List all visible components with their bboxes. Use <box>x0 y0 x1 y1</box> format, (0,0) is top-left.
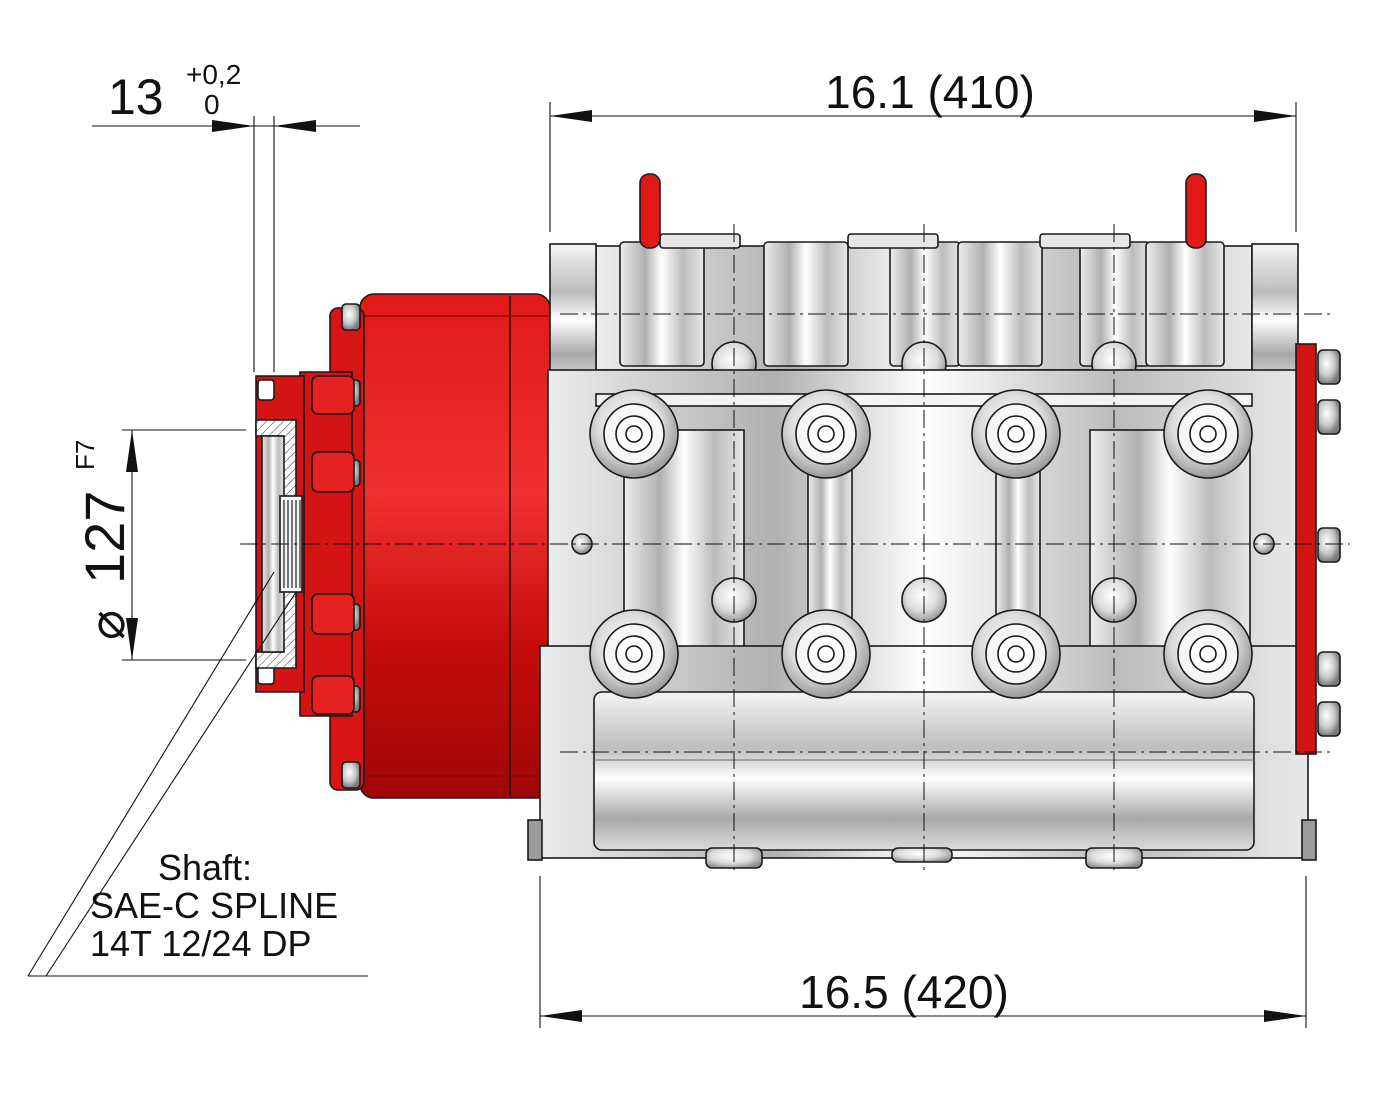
end-plate-right <box>1251 243 1299 383</box>
rear-cover <box>1295 343 1317 755</box>
dim-flange-diameter: ⌀ 127 F7 <box>70 429 246 661</box>
shaft-note: Shaft: SAE-C SPLINE 14T 12/24 DP <box>27 571 368 977</box>
shaft-note-line2: SAE-C SPLINE <box>90 885 338 926</box>
valve-bosses <box>589 389 1253 699</box>
dim-flange-diameter-label: 127 <box>73 491 136 584</box>
gearbox <box>255 293 551 799</box>
dim-diameter-symbol: ⌀ <box>79 610 135 640</box>
dim-shaft-offset-tol-upper: +0,2 <box>186 59 241 90</box>
gearbox-drum <box>359 293 551 799</box>
pump-body <box>527 173 1341 869</box>
center-lines <box>240 224 1350 872</box>
dim-bottom-width-label: 16.5 (420) <box>799 966 1009 1018</box>
dim-shaft-offset: 13 +0,2 0 <box>92 59 360 372</box>
dim-top-width: 16.1 (410) <box>549 66 1297 232</box>
dim-shaft-offset-label: 13 <box>108 69 164 125</box>
dim-bottom-width: 16.5 (420) <box>539 876 1307 1028</box>
dim-shaft-offset-tol-lower: 0 <box>204 89 220 120</box>
shaft-note-line3: 14T 12/24 DP <box>90 923 311 964</box>
lifting-handles <box>639 173 1207 249</box>
dim-top-width-label: 16.1 (410) <box>825 66 1035 118</box>
shaft-note-line1: Shaft: <box>158 847 252 888</box>
end-plate-left <box>549 243 597 383</box>
dim-flange-fit: F7 <box>70 440 100 470</box>
